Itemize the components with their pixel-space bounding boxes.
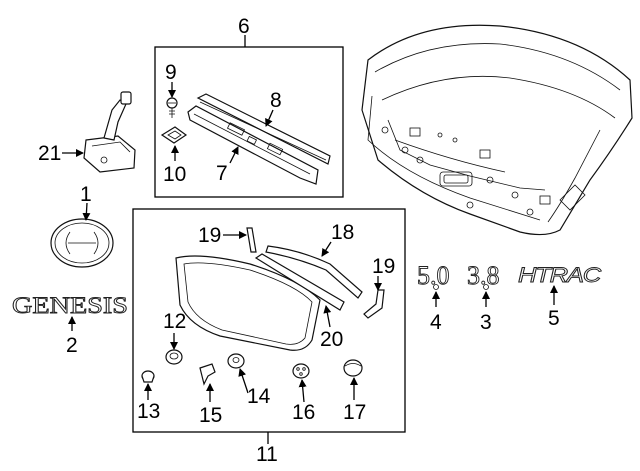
part-19-seal-right xyxy=(363,289,385,319)
callout-8: 8 xyxy=(270,89,282,112)
trunk-lid xyxy=(361,24,633,236)
badge-5-0: 5.0 xyxy=(417,261,450,290)
genesis-emblem: GENESIS xyxy=(12,293,128,318)
callout-5: 5 xyxy=(548,307,560,330)
callout-14: 14 xyxy=(247,385,271,408)
callout-3: 3 xyxy=(480,311,492,334)
part-21-latch xyxy=(83,91,136,173)
callout-10: 10 xyxy=(163,163,186,186)
badge-pin-3 xyxy=(483,284,489,290)
part-19-seal-left xyxy=(246,227,257,253)
part-20b-seal xyxy=(254,253,345,311)
group-box-11 xyxy=(132,208,406,433)
callout-numbers: 1 2 3 4 5 6 7 8 9 10 11 12 13 14 15 16 1… xyxy=(38,15,560,466)
part-20-weatherstrip xyxy=(175,255,321,351)
callout-1: 1 xyxy=(80,183,92,206)
badge-htrac: HTRAC xyxy=(518,264,602,287)
callout-21: 21 xyxy=(38,142,61,165)
part-1-emblem xyxy=(50,218,114,268)
callout-4: 4 xyxy=(430,311,442,334)
part-16-plug xyxy=(292,363,310,379)
part-14-stopper xyxy=(227,353,245,369)
callout-15: 15 xyxy=(199,404,222,427)
callout-16: 16 xyxy=(292,401,315,424)
part-15-clip xyxy=(199,363,216,386)
callout-6: 6 xyxy=(238,15,250,38)
callout-2: 2 xyxy=(66,334,78,357)
part-7-garnish xyxy=(187,105,319,185)
part-18-seal xyxy=(265,245,363,299)
callout-19-left: 19 xyxy=(198,224,221,247)
callout-20: 20 xyxy=(320,328,343,351)
badge-3-8: 3.8 xyxy=(467,261,500,290)
part-8-molding xyxy=(196,93,331,165)
group-box-6 xyxy=(154,46,344,198)
callout-9: 9 xyxy=(165,61,177,84)
part-9-screw xyxy=(166,97,178,118)
callout-12: 12 xyxy=(163,310,186,333)
part-12-grommet xyxy=(165,349,183,365)
callout-11: 11 xyxy=(256,443,278,466)
callout-19-right: 19 xyxy=(372,255,395,278)
callout-17: 17 xyxy=(343,401,366,424)
badge-pin-4 xyxy=(433,284,439,290)
part-13-bumper xyxy=(141,370,155,383)
callout-13: 13 xyxy=(137,400,160,423)
leader-lines xyxy=(62,82,558,403)
callout-7: 7 xyxy=(216,162,228,185)
part-17-cap xyxy=(343,359,363,377)
part-10-clip xyxy=(160,126,188,144)
callout-18: 18 xyxy=(331,221,354,244)
